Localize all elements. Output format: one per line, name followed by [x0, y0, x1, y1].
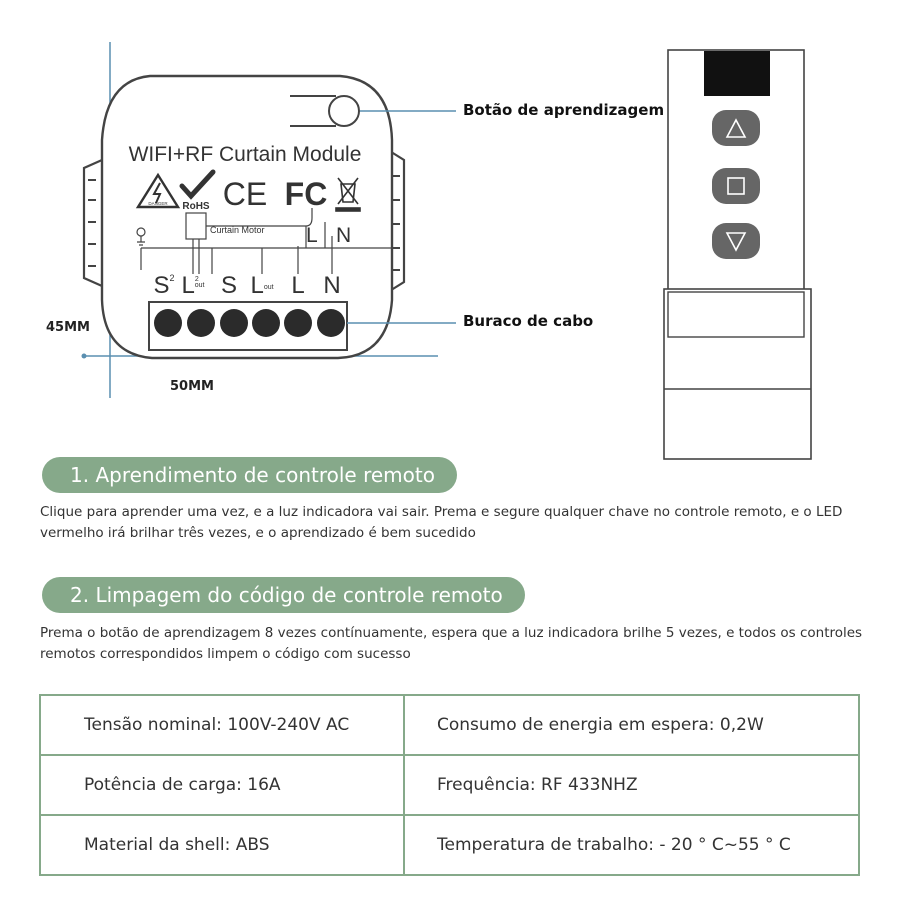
spec-standby-power: Consumo de energia em espera: 0,2W: [402, 694, 861, 756]
terminal-label-n: N: [323, 272, 340, 299]
cable-hole: [154, 309, 182, 337]
spec-load-power: Potência de carga: 16A: [39, 754, 405, 816]
remote-diagram: [663, 49, 812, 460]
remote-led-window: [704, 51, 770, 96]
width-dimension: 50MM: [170, 379, 214, 394]
specs-table: Tensão nominal: 100V-240V AC Consumo de …: [39, 694, 861, 876]
down-button[interactable]: [712, 223, 760, 259]
learn-button-callout: Botão de aprendizagem: [463, 101, 665, 119]
cable-hole: [187, 309, 215, 337]
cable-hole: [317, 309, 345, 337]
cable-hole: [284, 309, 312, 337]
cable-hole-callout: Buraco de cabo: [463, 312, 594, 330]
fc-icon: FC: [285, 176, 328, 212]
svg-text:DANGER: DANGER: [148, 201, 168, 206]
section-text-code-clearing: Prema o botão de aprendizagem 8 vezes co…: [40, 625, 863, 662]
ce-icon: CE: [223, 176, 267, 212]
weee-bin-icon: [335, 177, 361, 212]
spec-working-temperature: Temperatura de trabalho: - 20 ° C~55 ° C: [402, 814, 861, 876]
module-diagram: WIFI+RF Curtain Module DANGER RoHS CE FC…: [81, 42, 456, 398]
top-terminal-n: N: [336, 224, 351, 247]
rohs-icon: RoHS: [179, 169, 216, 212]
danger-icon: DANGER: [135, 172, 181, 209]
wiring-schematic: [136, 208, 391, 274]
table-row: Potência de carga: 16A Frequência: RF 43…: [39, 754, 861, 816]
spec-shell-material: Material da shell: ABS: [39, 814, 405, 876]
spec-frequency: Frequência: RF 433NHZ: [402, 754, 861, 816]
top-terminal-l: L: [306, 224, 318, 247]
learn-button[interactable]: [328, 95, 360, 127]
cable-hole: [220, 309, 248, 337]
terminal-label-s: S: [221, 272, 237, 299]
terminal-block: [148, 301, 348, 351]
down-triangle-icon: [725, 232, 747, 252]
up-button[interactable]: [712, 110, 760, 146]
section-title-remote-learning: 1. Aprendimento de controle remoto: [42, 457, 457, 493]
terminal-label-s2: S2: [153, 272, 174, 299]
section-title-code-clearing: 2. Limpagem do código de controle remoto: [42, 577, 525, 613]
stop-square-icon: [727, 177, 745, 195]
svg-text:RoHS: RoHS: [182, 201, 210, 212]
module-title: WIFI+RF Curtain Module: [129, 143, 362, 166]
table-row: Tensão nominal: 100V-240V AC Consumo de …: [39, 694, 861, 756]
height-dimension: 45MM: [46, 320, 90, 335]
section-text-remote-learning: Clique para aprender uma vez, e a luz in…: [40, 504, 843, 541]
cable-holes: [154, 309, 345, 337]
up-triangle-icon: [725, 118, 747, 138]
cable-hole: [252, 309, 280, 337]
stop-button[interactable]: [712, 168, 760, 204]
table-row: Material da shell: ABS Temperatura de tr…: [39, 814, 861, 876]
module-outline: [100, 74, 394, 360]
schematic-label: Curtain Motor: [210, 225, 265, 235]
terminal-label-l: L: [291, 272, 304, 299]
spec-rated-voltage: Tensão nominal: 100V-240V AC: [39, 694, 405, 756]
